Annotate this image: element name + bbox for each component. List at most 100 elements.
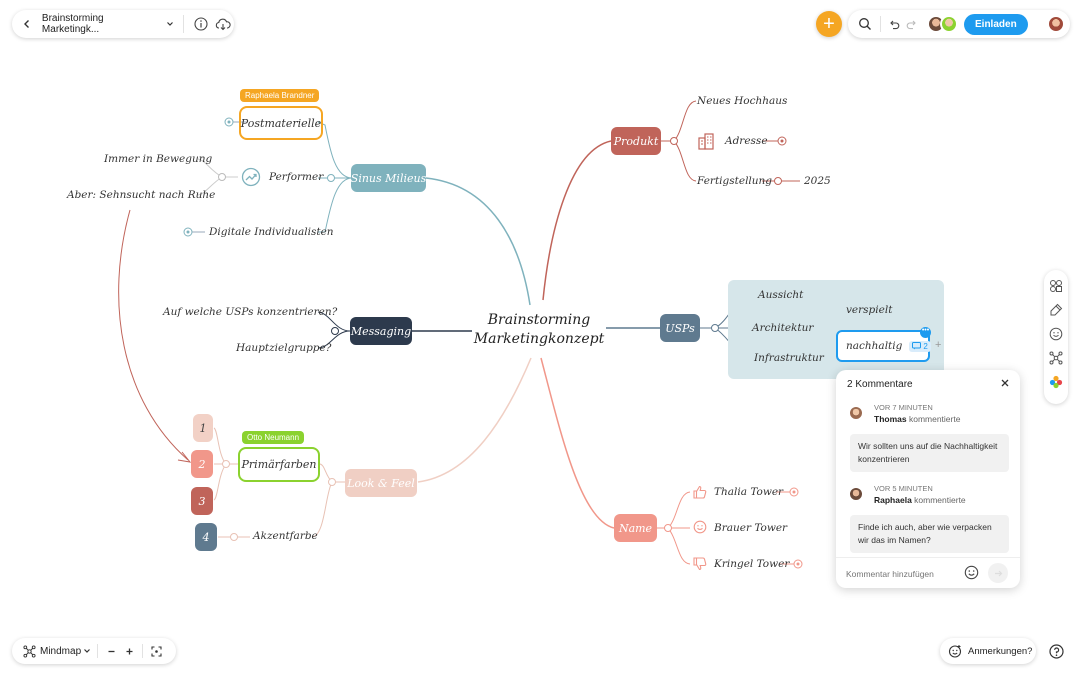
back-icon[interactable] — [16, 13, 38, 35]
toolbar-divider — [97, 644, 99, 658]
comment-input[interactable] — [844, 565, 958, 583]
comment-author: Thomas — [874, 414, 907, 424]
comment-time: VOR 7 MINUTEN — [874, 403, 933, 412]
node-performer[interactable]: Performer — [269, 171, 324, 183]
node-adresse[interactable]: Adresse — [725, 135, 768, 147]
node-immer-in-bewegung[interactable]: Immer in Bewegung — [104, 153, 213, 165]
document-title[interactable]: Brainstorming Marketingk... — [41, 13, 104, 35]
color-swatch-3[interactable]: 3 — [191, 487, 213, 515]
arrow-right-icon — [994, 570, 1002, 576]
view-toolbar: Mindmap — [12, 638, 176, 664]
add-button[interactable]: + — [816, 11, 842, 37]
layout-icon[interactable] — [1046, 274, 1066, 298]
comments-title: 2 Kommentare — [847, 379, 913, 390]
node-neues-hochhaus[interactable]: Neues Hochhaus — [697, 95, 788, 107]
node-sehnsucht-nach-ruhe[interactable]: Aber: Sehnsucht nach Ruhe — [67, 189, 216, 201]
feedback-button[interactable]: Anmerkungen? — [940, 638, 1036, 664]
collaborator-avatars[interactable] — [927, 15, 958, 33]
node-brauer-tower[interactable]: Brauer Tower — [714, 522, 788, 534]
fit-to-screen-icon[interactable] — [147, 640, 165, 662]
mindmap-icon — [18, 640, 40, 662]
user-avatar[interactable] — [1047, 15, 1065, 33]
avatar — [940, 15, 958, 33]
node-architektur[interactable]: Architektur — [752, 322, 814, 334]
building-icon — [697, 132, 715, 155]
central-topic-line-1: Brainstorming — [487, 312, 591, 328]
color-swatch-2[interactable]: 2 — [191, 450, 213, 478]
zoom-out-icon[interactable] — [102, 640, 120, 662]
node-nachhaltig[interactable]: nachhaltig 2 — [836, 330, 931, 362]
branch-messaging[interactable]: Messaging — [350, 317, 412, 345]
sticker-smiley-icon[interactable] — [1046, 322, 1066, 346]
view-mode-select[interactable]: Mindmap — [40, 645, 82, 657]
help-button[interactable] — [1044, 638, 1068, 664]
branch-look-and-feel[interactable]: Look & Feel — [345, 469, 417, 497]
structure-icon[interactable] — [1046, 346, 1066, 370]
node-nachhaltig-label: nachhaltig — [846, 340, 903, 352]
trend-icon — [241, 167, 261, 192]
comment-time: VOR 5 MINUTEN — [874, 484, 933, 493]
user-tag: Otto Neumann — [242, 431, 305, 444]
branch-sinus-milieus[interactable]: Sinus Milieus — [351, 164, 426, 192]
avatar — [848, 486, 864, 502]
add-child-icon[interactable]: + — [935, 339, 942, 351]
node-options-icon[interactable]: ••• — [920, 327, 931, 338]
right-toolbar — [1044, 270, 1068, 404]
comment-icon — [912, 342, 922, 350]
comment-author-line: Raphaela kommentierte — [874, 495, 966, 505]
invite-button[interactable]: Einladen — [964, 13, 1028, 35]
search-icon[interactable] — [854, 13, 876, 35]
node-hauptzielgruppe[interactable]: Hauptzielgruppe? — [236, 342, 332, 354]
branch-produkt[interactable]: Produkt — [611, 127, 661, 155]
smiley-icon — [693, 520, 707, 539]
chevron-down-icon[interactable] — [81, 640, 93, 662]
avatar — [848, 405, 864, 421]
branch-name[interactable]: Name — [614, 514, 657, 542]
document-toolbar: Brainstorming Marketingk... — [12, 10, 234, 38]
node-usps-konzentrieren[interactable]: Auf welche USPs konzentrieren? — [163, 306, 338, 318]
color-swatch-4[interactable]: 4 — [195, 523, 217, 551]
node-2025[interactable]: 2025 — [804, 175, 831, 187]
node-kringel-tower[interactable]: Kringel Tower — [714, 558, 790, 570]
emoji-icon[interactable] — [964, 565, 979, 582]
send-button[interactable] — [988, 563, 1008, 583]
node-infrastruktur[interactable]: Infrastruktur — [754, 352, 824, 364]
comment-author-line: Thomas kommentierte — [874, 414, 960, 424]
node-thalia-tower[interactable]: Thalia Tower — [714, 486, 784, 498]
undo-icon[interactable] — [885, 13, 903, 35]
node-postmaterielle[interactable]: Postmaterielle — [239, 106, 323, 140]
color-swatch-1[interactable]: 1 — [193, 414, 213, 442]
central-topic-line-2: Marketingkonzept — [473, 331, 605, 347]
usps-group-background — [728, 280, 944, 379]
help-icon — [1048, 643, 1064, 659]
node-digitale-individualisten[interactable]: Digitale Individualisten — [209, 226, 334, 238]
branch-usps[interactable]: USPs — [660, 314, 700, 342]
comment-count: 2 — [923, 341, 928, 351]
color-palette-icon[interactable] — [1046, 370, 1066, 394]
node-fertigstellung[interactable]: Fertigstellung — [697, 175, 773, 187]
cloud-sync-icon[interactable] — [212, 13, 234, 35]
info-icon[interactable] — [190, 13, 212, 35]
comment-author: Raphaela — [874, 495, 912, 505]
style-brush-icon[interactable] — [1046, 298, 1066, 322]
feedback-label: Anmerkungen? — [968, 645, 1033, 657]
user-tag: Raphaela Brandner — [240, 89, 320, 102]
zoom-in-icon[interactable] — [120, 640, 138, 662]
comment-text: Wir sollten uns auf die Nachhaltigkeit k… — [850, 434, 1009, 472]
close-icon[interactable] — [1000, 378, 1010, 390]
node-akzentfarbe[interactable]: Akzentfarbe — [253, 530, 318, 542]
central-topic[interactable]: Brainstorming Marketingkonzept — [470, 311, 608, 349]
feedback-smiley-icon — [944, 640, 966, 662]
comment-badge[interactable]: 2 — [909, 340, 931, 352]
node-primarfarben[interactable]: Primärfarben — [238, 447, 320, 482]
comment-action: kommentierte — [908, 414, 961, 424]
thumbs-up-icon — [692, 484, 708, 505]
toolbar-divider — [142, 644, 144, 658]
comment-text: Finde ich auch, aber wie verpacken wir d… — [850, 515, 1009, 553]
collaboration-toolbar: Einladen — [848, 10, 1070, 38]
chevron-down-icon[interactable] — [163, 13, 177, 35]
node-aussicht[interactable]: Aussicht — [758, 289, 804, 301]
node-verspielt[interactable]: verspielt — [846, 304, 893, 316]
comments-panel: 2 Kommentare VOR 7 MINUTEN Thomas kommen… — [836, 370, 1020, 588]
redo-icon[interactable] — [903, 13, 921, 35]
